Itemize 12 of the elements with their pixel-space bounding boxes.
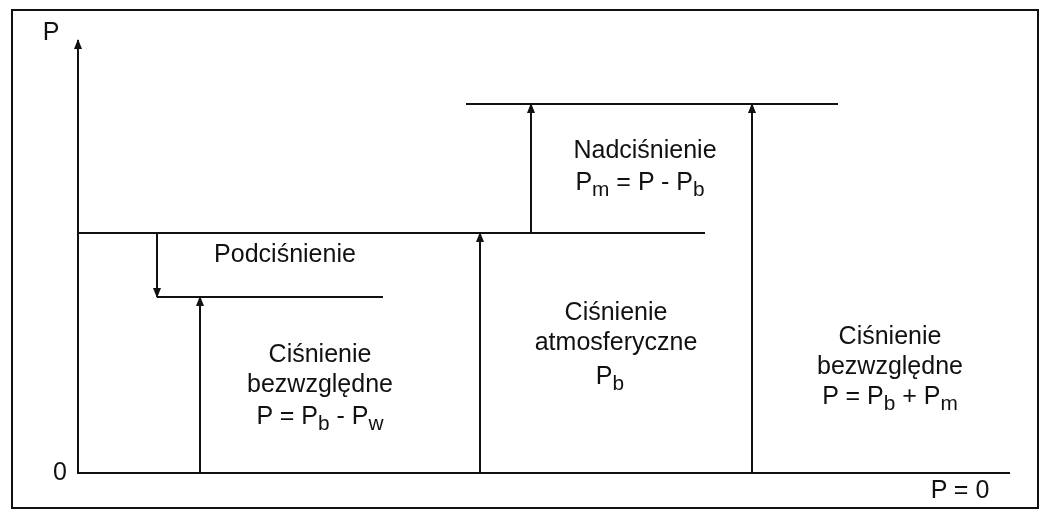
region-label: Podciśnienie: [213, 238, 357, 268]
formula: P = P$_{b}$ + P$_{m}$: [821, 380, 959, 416]
axis-label: P: [41, 16, 61, 46]
region-label: Nadciśnienie: [572, 134, 718, 164]
region-label: Ciśnienie atmosferyczne: [533, 296, 699, 356]
region-label: Ciśnienie bezwzględne: [246, 338, 394, 398]
formula: P$_{b}$: [594, 360, 626, 396]
formula: P = P$_{b}$ - P$_{w}$: [255, 400, 385, 436]
region-label: Ciśnienie bezwzględne: [816, 320, 964, 380]
axis-label: P = 0: [929, 474, 991, 504]
axis-label: 0: [52, 456, 68, 486]
formula: P$_{m}$ = P - P$_{b}$: [574, 166, 706, 202]
